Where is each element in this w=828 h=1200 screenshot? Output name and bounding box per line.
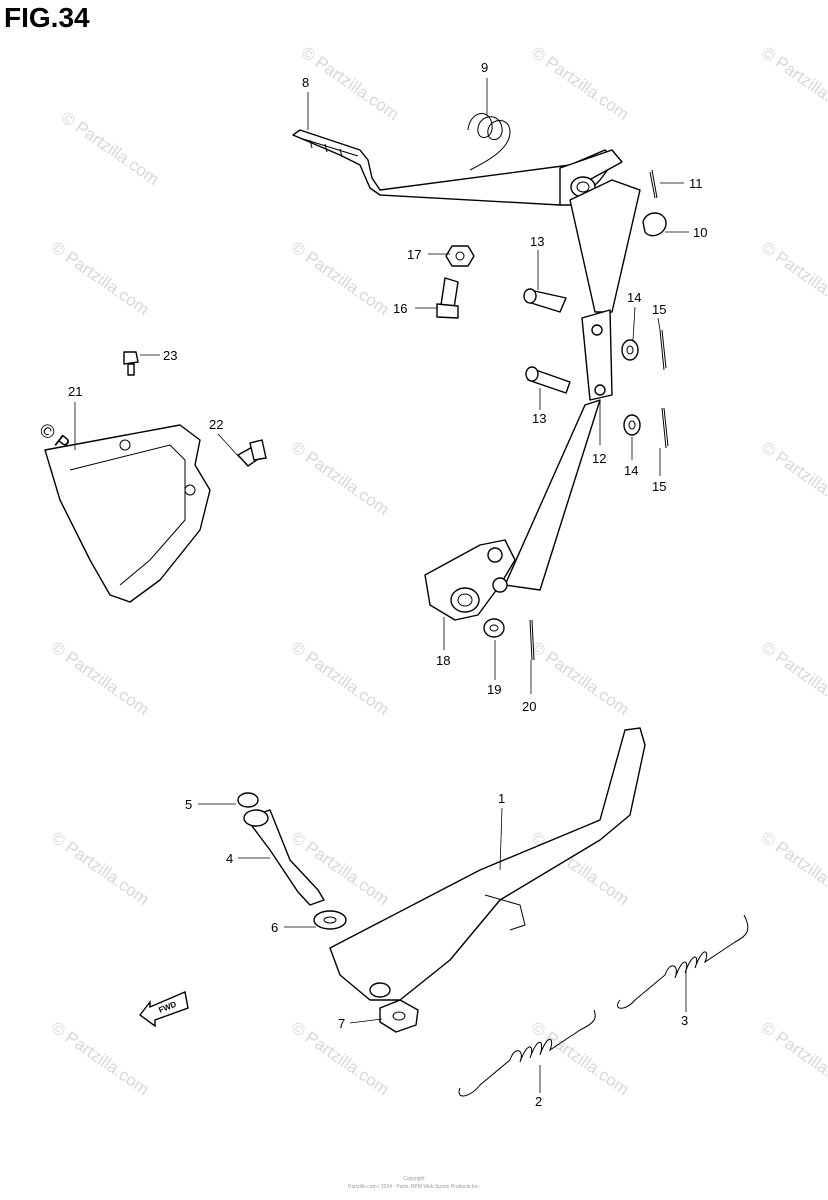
callout-13-top: 13 <box>530 234 544 249</box>
watermark-text: © Partzilla.com <box>758 43 828 124</box>
watermark-text: © Partzilla.com <box>288 638 393 719</box>
callout-15-top: 15 <box>652 302 666 317</box>
callout-6: 6 <box>271 920 278 935</box>
watermark-text: © Partzilla.com <box>288 238 393 319</box>
callout-18: 18 <box>436 653 450 668</box>
callout-12: 12 <box>592 451 606 466</box>
brake-pedal-assembly <box>292 113 641 313</box>
callout-13-bottom: 13 <box>532 411 546 426</box>
bolt-and-nut <box>436 245 475 319</box>
callout-labels: 9 8 11 10 13 17 16 14 15 13 12 14 15 23 … <box>68 60 707 1109</box>
watermark-text: © Partzilla.com <box>48 1018 153 1099</box>
callout-23: 23 <box>163 348 177 363</box>
callout-17: 17 <box>407 247 421 262</box>
callout-1: 1 <box>498 791 505 806</box>
return-springs <box>458 914 749 1097</box>
watermark-text: © Partzilla.com <box>48 828 153 909</box>
heel-guard-cover <box>44 351 267 603</box>
watermark-text: © Partzilla.com <box>298 43 403 124</box>
callout-19: 19 <box>487 682 501 697</box>
callout-5: 5 <box>185 797 192 812</box>
callout-14-top: 14 <box>627 290 641 305</box>
callout-22: 22 <box>209 417 223 432</box>
lock-nut <box>379 999 419 1033</box>
watermark-text: © Partzilla.com <box>528 638 633 719</box>
cap-and-cotter <box>642 169 667 237</box>
watermark-text: © Partzilla.com <box>528 43 633 124</box>
watermark-text: © Partzilla.com <box>48 238 153 319</box>
callout-4: 4 <box>226 851 233 866</box>
callout-2: 2 <box>535 1094 542 1109</box>
callout-8: 8 <box>302 75 309 90</box>
watermark-text: © Partzilla.com <box>288 438 393 519</box>
callout-16: 16 <box>393 301 407 316</box>
pivot-shaft <box>237 792 347 930</box>
brake-arm <box>424 539 535 661</box>
clevis-linkage <box>504 288 669 591</box>
callout-15-bottom: 15 <box>652 479 666 494</box>
watermark-text: © Partzilla.com <box>758 1018 828 1099</box>
watermark-text: © Partzilla.com <box>758 638 828 719</box>
callout-9: 9 <box>481 60 488 75</box>
forward-direction-arrow: FWD <box>139 991 189 1028</box>
callout-20: 20 <box>522 699 536 714</box>
callout-3: 3 <box>681 1013 688 1028</box>
watermark-text: © Partzilla.com <box>758 438 828 519</box>
watermark-text: © Partzilla.com <box>48 638 153 719</box>
watermark-text: © Partzilla.com <box>758 238 828 319</box>
callout-7: 7 <box>338 1016 345 1031</box>
callout-10: 10 <box>693 225 707 240</box>
callout-14-bottom: 14 <box>624 463 638 478</box>
watermark-text: © Partzilla.com <box>758 828 828 909</box>
leader-lines <box>74 78 689 1093</box>
watermark-text: © Partzilla.com <box>58 108 163 189</box>
footer-copyright-line1: Copyright <box>403 1176 425 1182</box>
callout-21: 21 <box>68 384 82 399</box>
figure-title: FIG.34 <box>4 2 90 33</box>
callout-11: 11 <box>689 176 703 191</box>
shift-lever <box>329 727 646 1001</box>
footer-copyright-line2: Partzilla.com / 2024 - Parts, RPM Web Sp… <box>348 1184 480 1190</box>
